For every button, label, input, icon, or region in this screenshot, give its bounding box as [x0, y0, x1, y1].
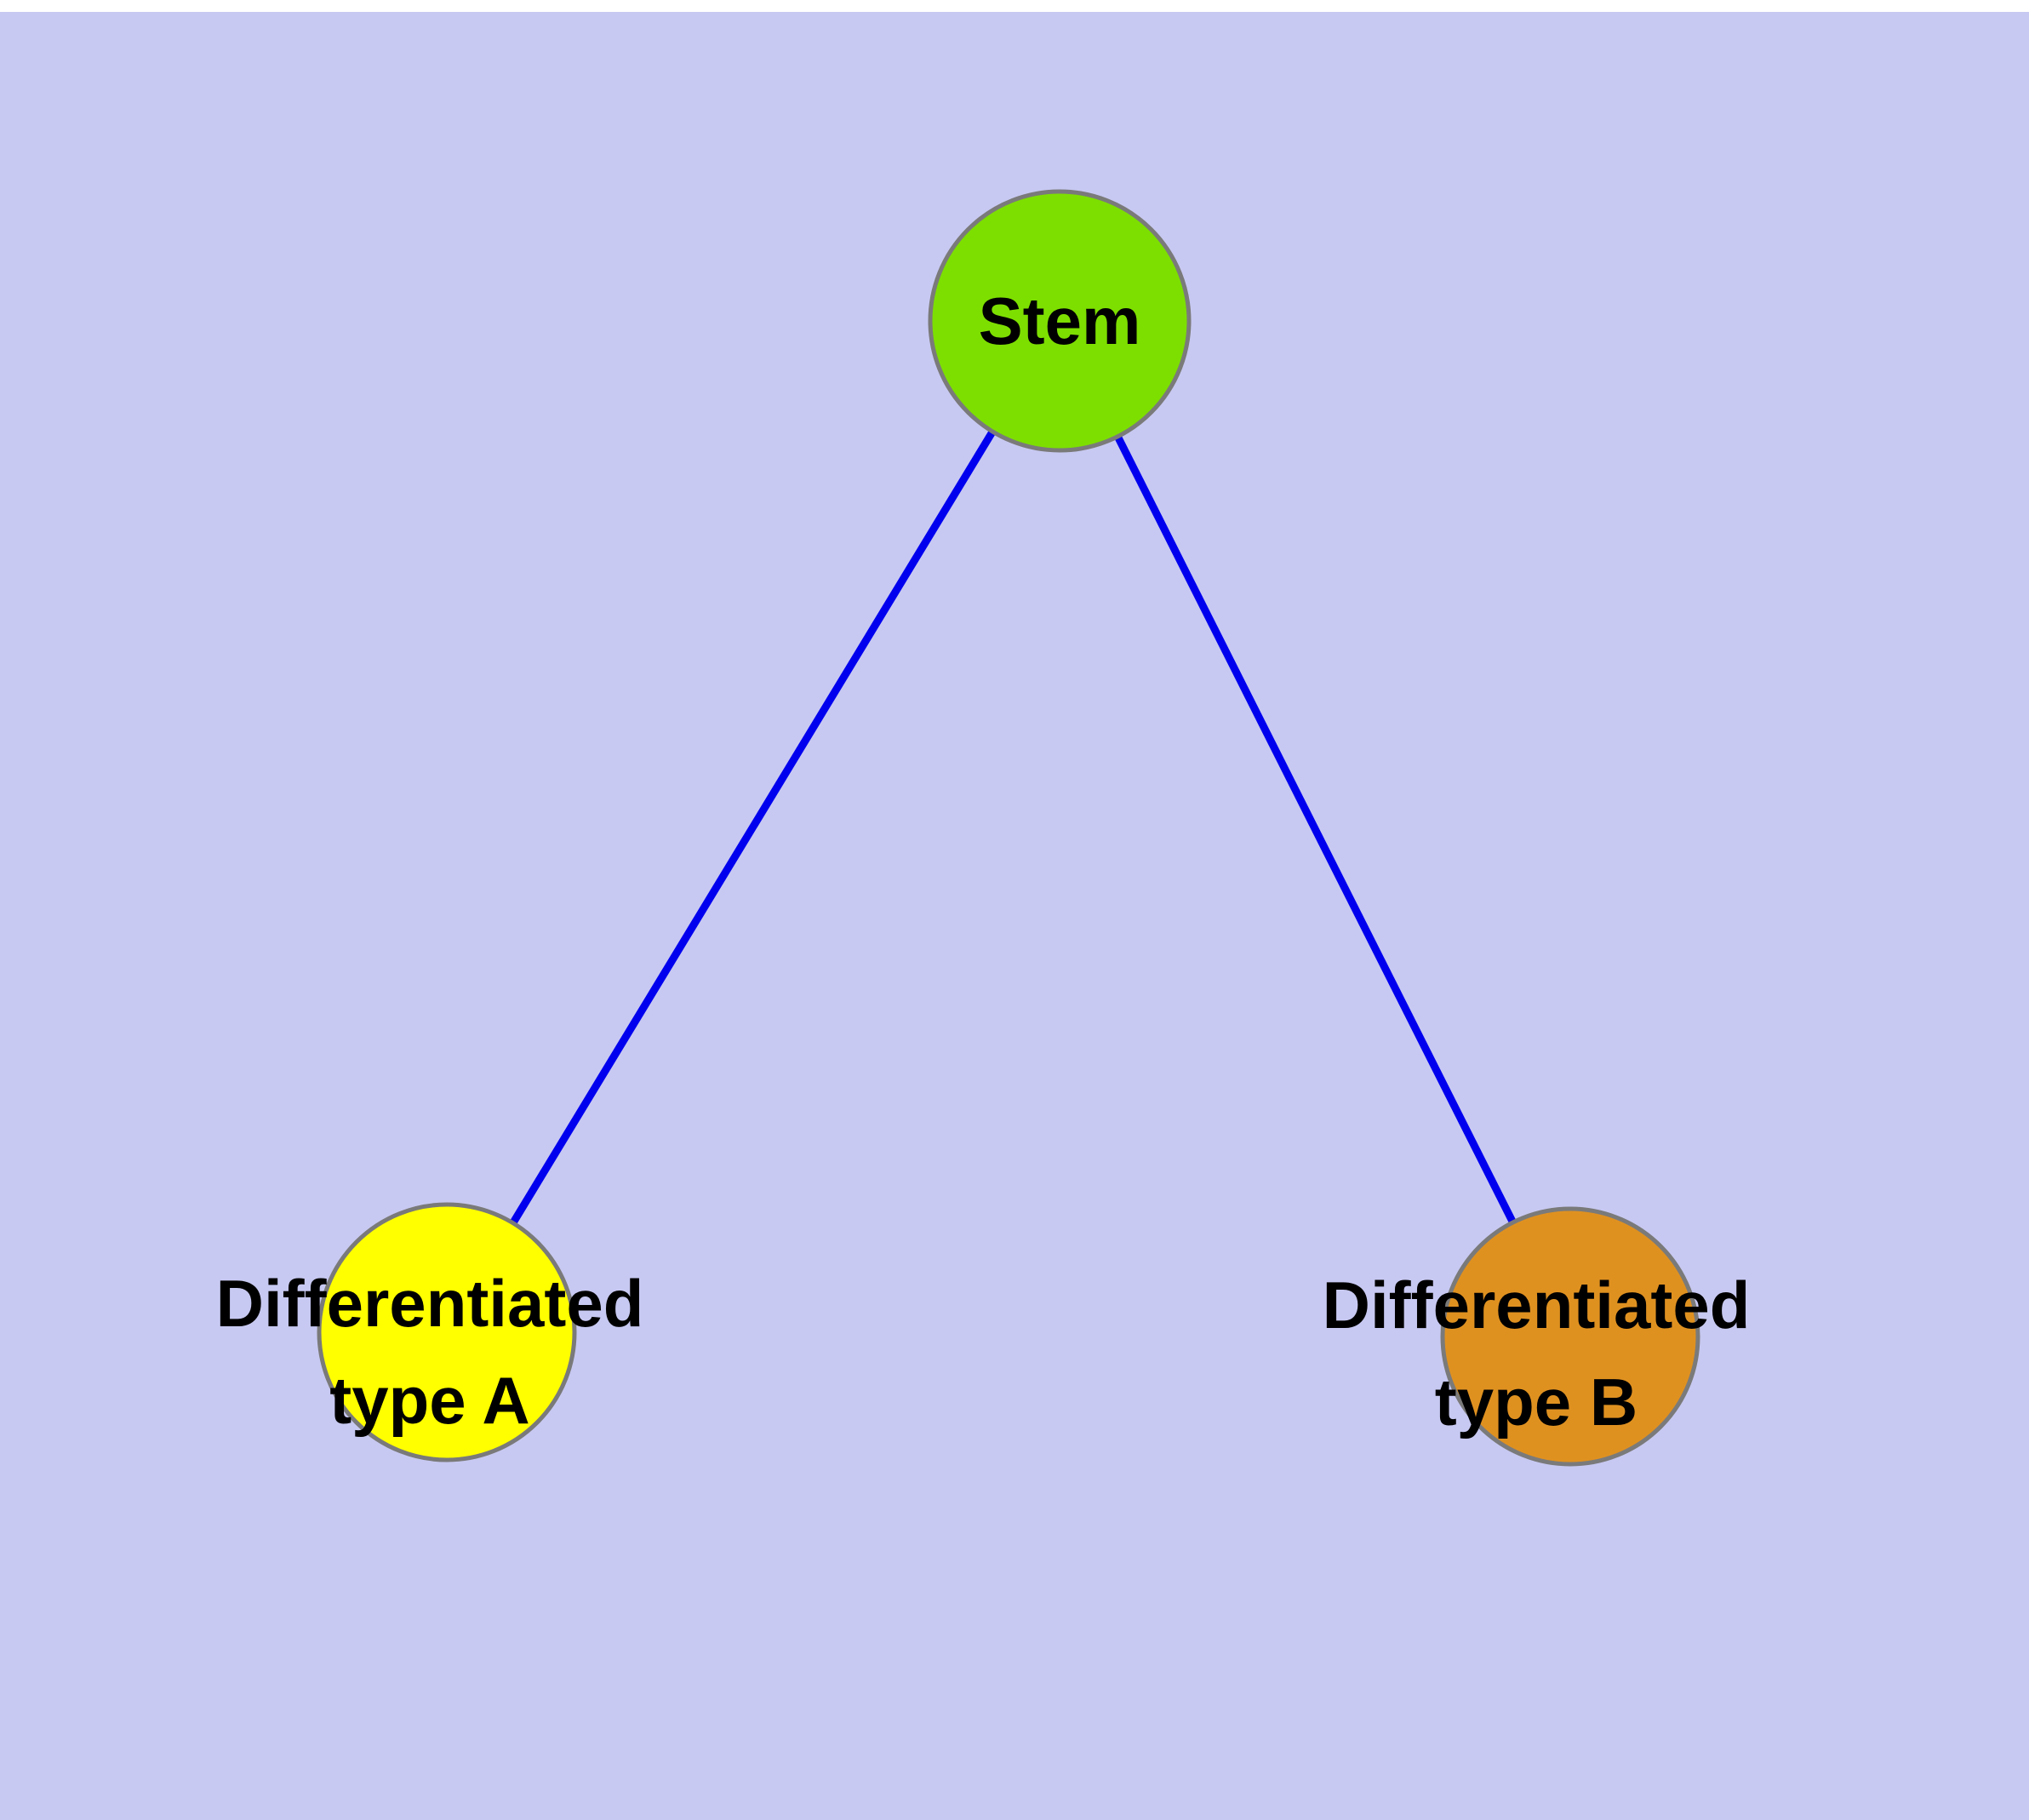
node-type-b-label-line2: type B [1435, 1365, 1637, 1439]
node-stem [928, 189, 1192, 453]
node-differentiated-type-b [1440, 1206, 1700, 1467]
node-type-a-label-line2: type A [329, 1363, 530, 1438]
node-type-a-label-line1: Differentiated [216, 1266, 644, 1341]
node-differentiated-type-a [317, 1202, 577, 1462]
node-type-b-label-line1: Differentiated [1323, 1268, 1751, 1342]
edge-stem-to-type-b [1055, 318, 1575, 1339]
edge-stem-to-type-a [443, 318, 1063, 1335]
node-stem-label: Stem [979, 283, 1141, 358]
